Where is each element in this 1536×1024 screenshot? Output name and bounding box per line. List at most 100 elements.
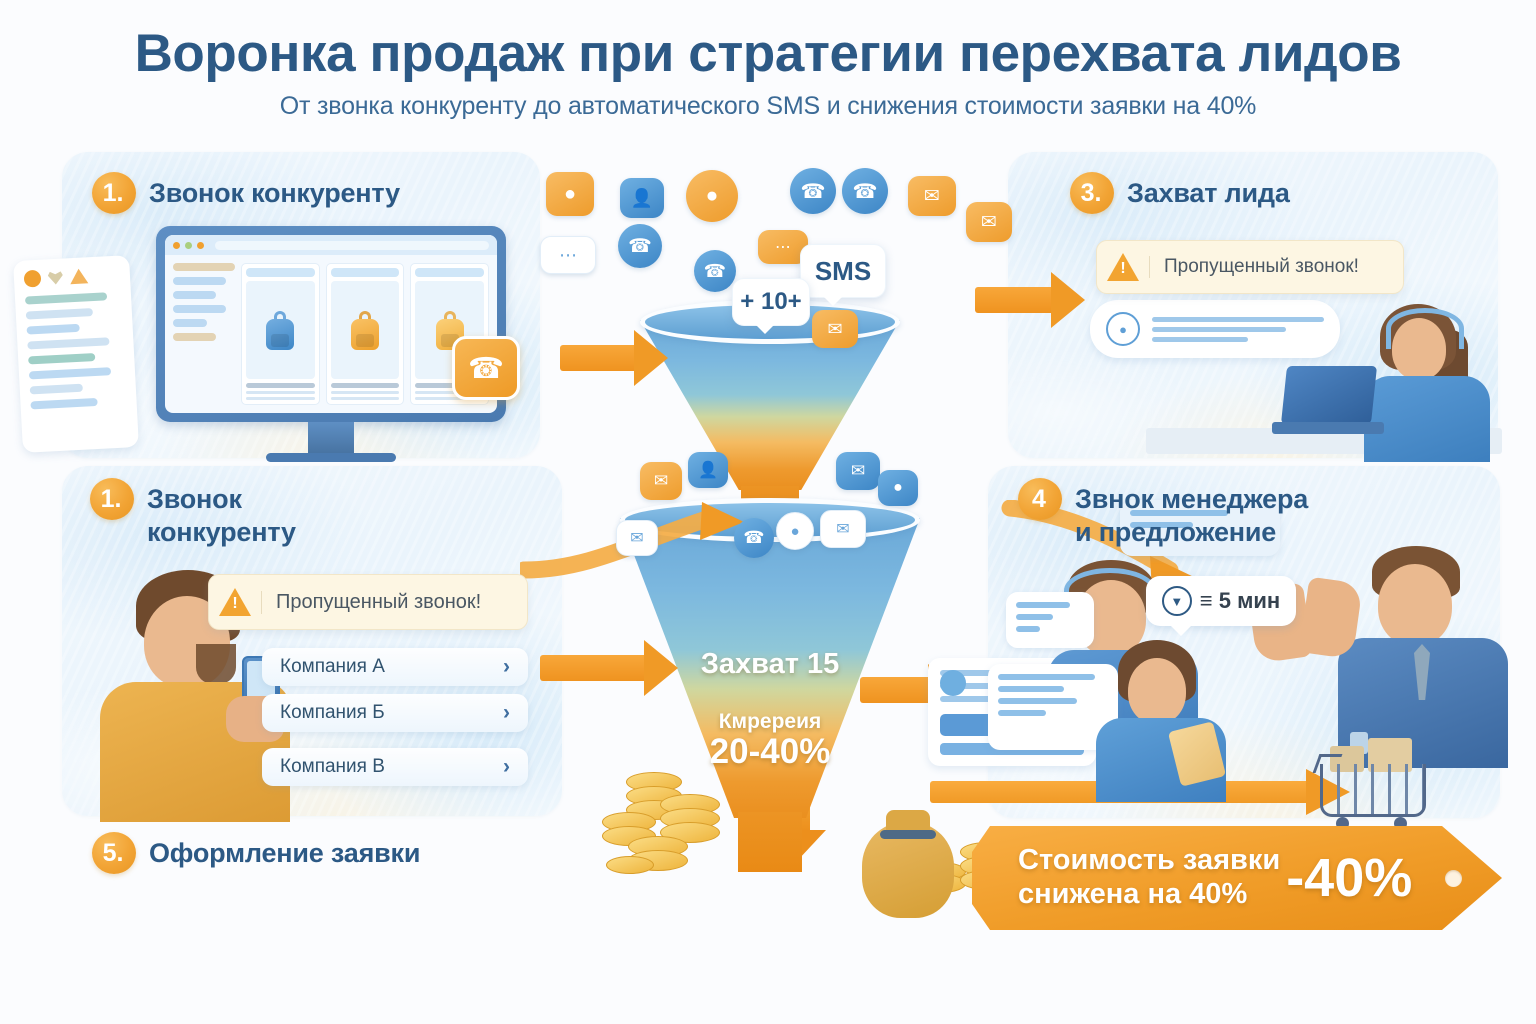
chat-bubble [1006, 592, 1094, 648]
contact-avatar-icon: ● [1106, 312, 1140, 346]
flow-arrow-funnel-to-step3 [975, 272, 1087, 328]
product-card-header [246, 268, 315, 277]
step-1-heading: 1. Звонок конкуренту [92, 172, 400, 214]
missed-call-alert-text: Пропущенный звонок! [261, 590, 481, 614]
banner-line2: снижена на 40% [1018, 878, 1248, 910]
missed-call-alert: Пропущенный звонок! [1096, 240, 1404, 294]
phone-icon: ☎ [790, 168, 836, 214]
user-icon: 👤 [688, 452, 728, 488]
headset-icon [1386, 308, 1464, 349]
missed-call-alert-text: Пропущенный звонок! [1149, 256, 1359, 278]
list-item[interactable]: Компания В › [262, 748, 528, 786]
product-line [246, 391, 315, 394]
sidebar-line [173, 305, 226, 313]
coin-stack [598, 768, 758, 878]
chevron-right-icon: › [503, 755, 510, 778]
contact-avatar-icon [940, 670, 966, 696]
record-lines [1152, 316, 1324, 342]
doc-line [27, 337, 110, 350]
product-name-placeholder [330, 383, 400, 388]
email-icon: ✉ [836, 452, 880, 490]
badge-icon [23, 269, 42, 288]
product-image [246, 281, 315, 379]
product-line [330, 397, 400, 400]
monitor-base [266, 453, 396, 462]
monitor-screen [165, 235, 497, 413]
product-card[interactable] [325, 263, 405, 405]
clock-icon: ▼ [1161, 586, 1192, 616]
flow-arrow-step1-to-funnel [560, 330, 668, 386]
email-icon: ✉ [616, 520, 658, 556]
doc-icon-row [23, 266, 121, 288]
chat-bubble [1120, 500, 1280, 556]
crm-record-card: ● [1090, 300, 1340, 358]
list-item[interactable]: Компания А › [262, 648, 528, 686]
company-name: Компания А [280, 656, 385, 677]
phone-icon: ☎ [694, 250, 736, 292]
funnel-bottom-neck [738, 812, 802, 872]
product-line [330, 391, 400, 394]
backpack-icon [263, 310, 297, 350]
sms-bubble: SMS [800, 244, 886, 306]
banner-line1: Стоимость заявки [1018, 844, 1281, 877]
doc-line [24, 292, 107, 305]
step-3-badge: 3. [1070, 172, 1114, 214]
sidebar-line [173, 291, 217, 299]
heart-icon [48, 270, 64, 285]
email-icon: ✉ [820, 510, 866, 548]
window-dot-icon [197, 241, 204, 249]
step-4-label: Звнок менеджера и предложение [1075, 478, 1308, 549]
triangle-icon [69, 268, 89, 285]
phone-icon[interactable]: ☎ [452, 336, 520, 400]
sidebar-line [173, 277, 226, 285]
step-1b-badge: 1. [90, 478, 134, 520]
banner-text: Стоимость заявки снижена на 40% [972, 844, 1280, 911]
email-icon: ✉ [640, 462, 682, 500]
step-1-badge: 1. [92, 172, 136, 214]
sidebar-line [173, 263, 235, 271]
curved-arrow-left [520, 502, 744, 579]
warning-triangle-icon [1097, 241, 1149, 293]
step-4-label-line1: Звнок менеджера [1075, 484, 1309, 514]
missed-call-alert: Пропущенный звонок! [208, 574, 528, 630]
window-dot-icon [173, 241, 180, 249]
address-bar[interactable] [215, 240, 489, 250]
step-1b-label-line1: Звонок [147, 484, 242, 514]
step-3-heading: 3. Захват лида [1070, 172, 1290, 214]
backpack-icon [348, 310, 382, 350]
chat-icon: ⋯ [758, 230, 808, 264]
phone-icon: ☎ [734, 518, 774, 558]
step-1b-heading: 1. Звонок конкуренту [90, 478, 296, 549]
window-dot-icon [185, 241, 192, 249]
monitor-stand [308, 422, 354, 456]
step-1b-label-line2: конкуренту [147, 516, 296, 547]
product-card-header [415, 268, 485, 277]
step-4-heading: 4 Звнок менеджера и предложение [1018, 478, 1308, 549]
doc-line [25, 308, 94, 320]
video-call-icon: ● [686, 170, 738, 222]
funnel-conversion-value: 20-40% [709, 732, 831, 771]
page-subtitle: От звонка конкуренту до автоматического … [279, 91, 1257, 120]
tag-hole-icon [1445, 870, 1462, 887]
count-bubble: + 10+ [732, 278, 810, 334]
product-card[interactable] [241, 263, 320, 405]
email-icon: ✉ [812, 310, 858, 348]
chevron-right-icon: › [503, 655, 510, 678]
shopping-cart-icon [1312, 732, 1436, 830]
doc-line [29, 383, 83, 395]
page-title: Воронка продаж при стратегии перехвата л… [134, 24, 1402, 83]
step-4-label-line2: и предложение [1075, 516, 1277, 547]
product-line [415, 397, 485, 400]
laptop-icon [1272, 366, 1384, 440]
product-line [246, 397, 315, 400]
badge-icon: ● [776, 512, 814, 550]
response-time-bubble: ▼ ≡ 5 мин [1146, 576, 1296, 636]
sidebar-line [173, 333, 217, 341]
list-item[interactable]: Компания Б › [262, 694, 528, 732]
doc-line [30, 397, 98, 410]
step-1-label: Звонок конкуренту [149, 178, 400, 208]
product-name-placeholder [246, 383, 315, 388]
step-5-badge: 5. [92, 832, 136, 874]
step-1b-label: Звонок конкуренту [147, 478, 296, 549]
